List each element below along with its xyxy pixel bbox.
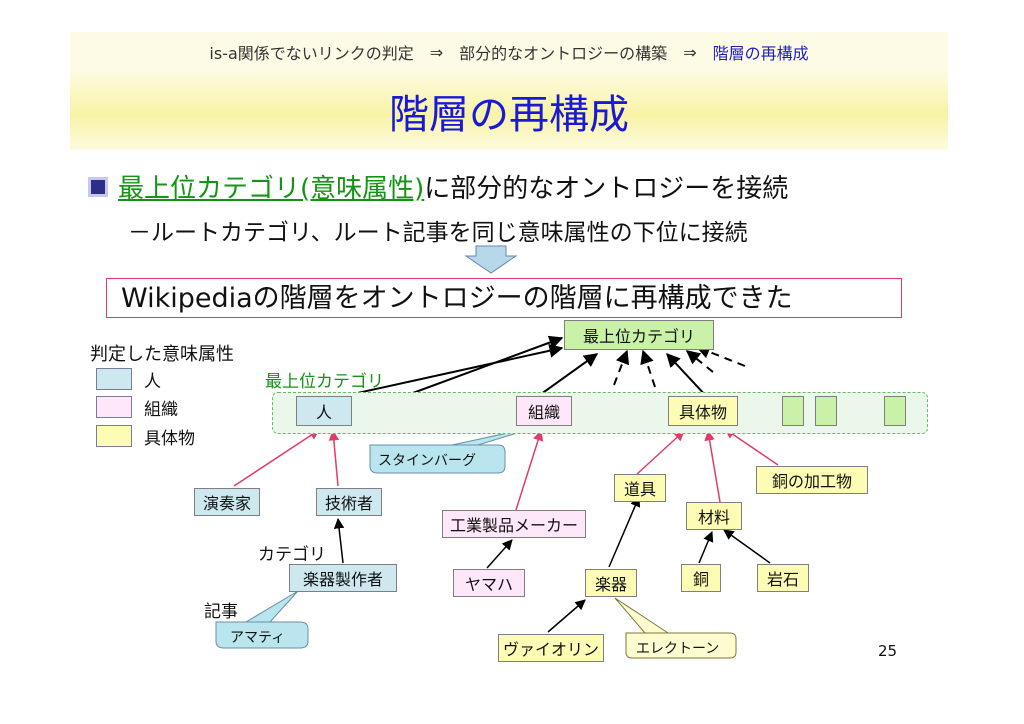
legend-label-person: 人 [144, 372, 161, 392]
node-copper-product: 銅の加工物 [756, 466, 868, 494]
breadcrumb: is-a関係でないリンクの判定 ⇒ 部分的なオントロジーの構築 ⇒ 階層の再構成 [70, 32, 948, 72]
legend-swatch-concrete [96, 425, 132, 447]
node-performer: 演奏家 [194, 488, 260, 516]
node-yamaha: ヤマハ [453, 569, 525, 597]
legend-swatch-organization [96, 396, 132, 418]
legend-title: 判定した意味属性 [90, 344, 234, 365]
legend-swatch-person [96, 368, 132, 390]
node-concrete: 具体物 [668, 396, 738, 426]
top-category-label: 最上位カテゴリ [265, 372, 384, 392]
node-material: 材料 [686, 502, 742, 530]
node-instrument-maker: 楽器製作者 [289, 564, 397, 592]
breadcrumb-arrow-icon: ⇒ [683, 42, 697, 62]
callout-electone: エレクトーン [636, 641, 720, 657]
node-rock: 岩石 [757, 564, 809, 592]
node-engineer: 技術者 [316, 488, 382, 516]
result-statement: Wikipediaの階層をオントロジーの階層に再構成できた [106, 278, 902, 318]
page-title: 階層の再構成 [389, 92, 629, 138]
bullet-text: に部分的なオントロジーを接続 [424, 174, 789, 204]
node-organization: 組織 [516, 396, 572, 426]
node-top-category-extra [815, 396, 837, 426]
bullet-highlight: 最上位カテゴリ(意味属性) [118, 174, 425, 204]
node-top-category: 最上位カテゴリ [564, 320, 714, 350]
category-label: カテゴリ [258, 545, 326, 565]
breadcrumb-step-1: is-a関係でないリンクの判定 [209, 44, 414, 63]
bullet-line: 最上位カテゴリ(意味属性)に部分的なオントロジーを接続 [118, 168, 788, 205]
node-person: 人 [296, 396, 352, 426]
down-arrow-icon [464, 245, 518, 274]
node-tool: 道具 [614, 474, 666, 502]
node-instrument: 楽器 [585, 569, 637, 597]
node-industrial-maker: 工業製品メーカー [442, 510, 586, 538]
article-label: 記事 [204, 602, 238, 622]
breadcrumb-arrow-icon: ⇒ [429, 42, 444, 62]
bullet-subline: －ルートカテゴリ、ルート記事を同じ意味属性の下位に接続 [128, 220, 748, 246]
page-number: 25 [878, 642, 898, 660]
legend-label-concrete: 具体物 [144, 429, 195, 449]
node-copper: 銅 [681, 564, 721, 592]
callout-amati: アマティ [230, 630, 286, 646]
callout-steinberg: スタインバーグ [378, 453, 476, 469]
title-bar: 階層の再構成 [70, 72, 948, 150]
bullet-square-icon [88, 177, 108, 197]
node-top-category-extra [782, 396, 804, 426]
legend-label-organization: 組織 [144, 400, 178, 420]
node-top-category-extra [884, 396, 906, 426]
breadcrumb-step-3: 階層の再構成 [712, 44, 809, 63]
node-violin: ヴァイオリン [498, 634, 604, 662]
breadcrumb-step-2: 部分的なオントロジーの構築 [459, 44, 668, 63]
